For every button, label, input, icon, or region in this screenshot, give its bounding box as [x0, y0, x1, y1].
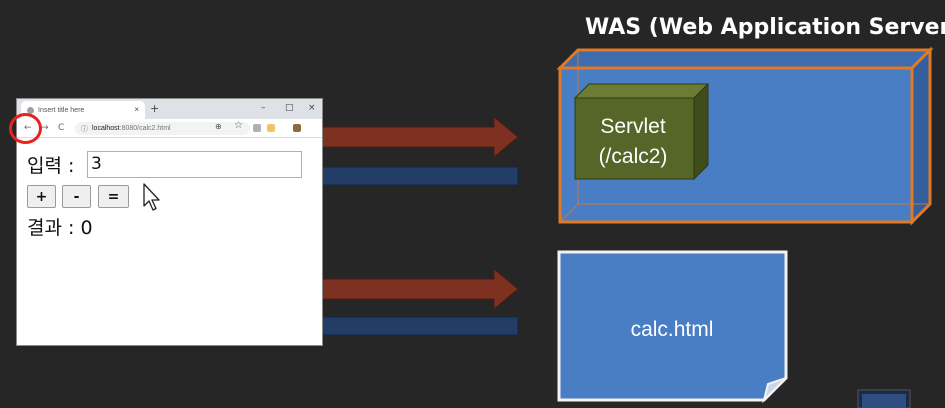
address-bar[interactable]: ⓘ localhost :8080/calc2.html [75, 122, 250, 135]
plus-button[interactable]: + [27, 185, 56, 208]
mouse-cursor-icon [143, 183, 160, 211]
zoom-icon[interactable]: ⊕ [215, 122, 222, 131]
extension-icon[interactable] [293, 124, 301, 132]
tab-close-icon[interactable]: × [134, 105, 139, 114]
page-content: 입력 : 3 + - = 결과 : 0 [17, 139, 322, 345]
input-label: 입력 : [27, 155, 75, 177]
new-tab-button[interactable]: + [150, 102, 160, 115]
calc-html-label: calc.html [631, 318, 714, 341]
forward-button[interactable]: → [41, 123, 49, 133]
info-icon: ⓘ [81, 125, 88, 133]
bookmark-star-icon[interactable]: ☆ [234, 120, 243, 131]
browser-window: Insert title here × + – □ × ← → C ⓘ loca… [16, 98, 323, 346]
favicon-icon [27, 106, 34, 114]
result-label: 결과 : 0 [27, 217, 93, 239]
was-title: WAS (Web Application Server) [585, 15, 945, 40]
tab-title: Insert title here [38, 106, 85, 114]
number-input[interactable]: 3 [87, 151, 302, 178]
servlet-label-line1: Servlet [600, 115, 666, 138]
minimize-button[interactable]: – [261, 103, 266, 113]
servlet-label-line2: (/calc2) [599, 145, 668, 168]
calc-html-note: calc.html [557, 250, 788, 404]
browser-tab[interactable]: Insert title here × [21, 101, 145, 119]
browser-toolbar: ← → C ⓘ localhost :8080/calc2.html ⊕ ☆ [17, 119, 322, 138]
reload-button[interactable]: C [58, 123, 65, 133]
maximize-button[interactable]: □ [285, 103, 294, 113]
close-window-button[interactable]: × [308, 103, 316, 113]
equals-button[interactable]: = [98, 185, 129, 208]
monitor-icon [857, 389, 911, 408]
extension-icon[interactable] [253, 124, 261, 132]
browser-tab-bar: Insert title here × + – □ × [17, 99, 322, 119]
extension-icon[interactable] [267, 124, 275, 132]
url-host: localhost [92, 125, 120, 132]
minus-button[interactable]: - [62, 185, 91, 208]
url-path: :8080/calc2.html [119, 125, 171, 132]
highlight-circle [9, 113, 42, 144]
servlet-cube: Servlet (/calc2) [573, 82, 710, 181]
